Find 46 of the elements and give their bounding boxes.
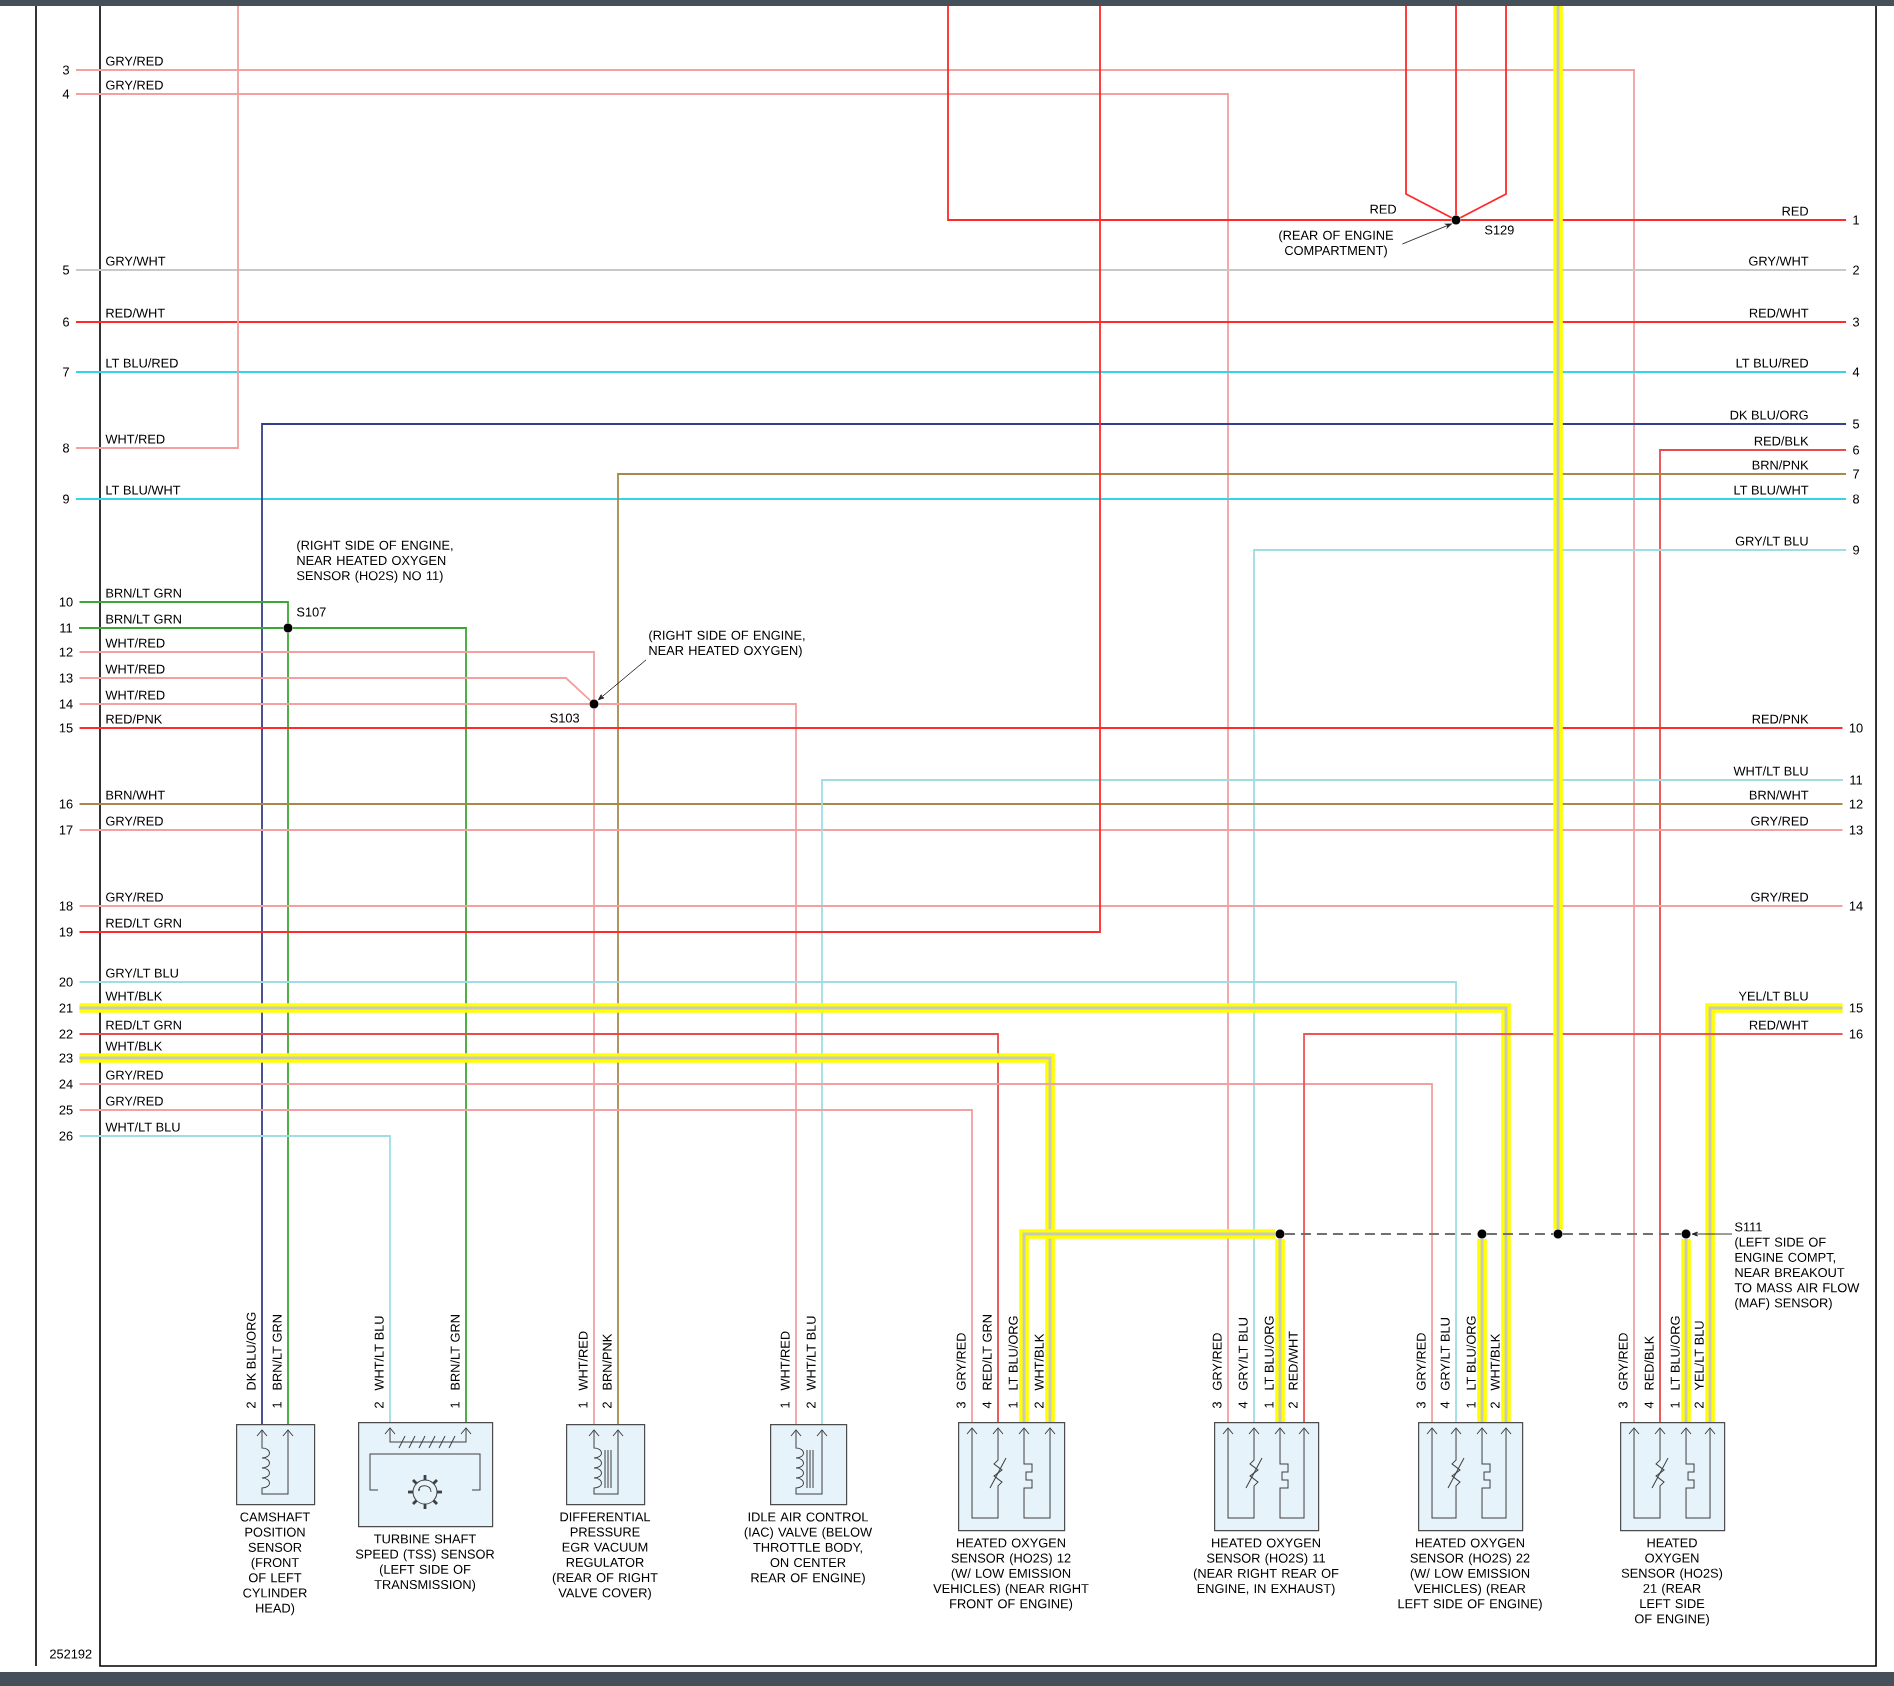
wire [78, 803, 1844, 805]
wire [1459, 5, 1507, 219]
wire [75, 321, 1847, 323]
wire [598, 703, 797, 1425]
wire [1460, 219, 1847, 221]
leader-line [598, 659, 647, 701]
wire [287, 632, 289, 1425]
shielded-wire [1019, 1229, 1276, 1422]
dashed-wire [1485, 1233, 1555, 1235]
leader-line [1401, 223, 1452, 245]
wire [78, 727, 1844, 729]
wire [78, 677, 592, 702]
wire [78, 1083, 1433, 1423]
dashed-wire [1561, 1233, 1683, 1235]
shielded-wire [1681, 1238, 1691, 1422]
wire [1303, 1033, 1844, 1423]
shielded-wire [1275, 1238, 1285, 1422]
wire [78, 627, 284, 629]
wire [292, 627, 467, 1423]
wire [75, 5, 239, 449]
wire [75, 371, 1847, 373]
wire [1405, 5, 1453, 219]
shielded-wire [1477, 1238, 1487, 1422]
wire [75, 498, 1847, 500]
wire [78, 651, 595, 700]
wire [78, 1135, 391, 1423]
wire [78, 601, 289, 624]
wire [78, 829, 1844, 831]
wire [75, 69, 1635, 1423]
shielded-wire [1705, 1003, 1843, 1422]
wire [593, 708, 595, 1425]
wire [617, 473, 1847, 1425]
leader-line [1691, 1231, 1733, 1237]
wire [261, 423, 1847, 1425]
wire [1455, 5, 1457, 216]
wire [821, 779, 1844, 1425]
wire [75, 93, 1229, 1423]
wire [1253, 549, 1847, 1423]
wire [1659, 449, 1847, 1423]
wire [947, 5, 1452, 221]
wire [78, 703, 590, 705]
wire [78, 5, 1101, 933]
wire [75, 269, 1847, 271]
wire [78, 1109, 973, 1423]
wire [78, 905, 1844, 907]
shielded-wire [1553, 6, 1563, 1230]
